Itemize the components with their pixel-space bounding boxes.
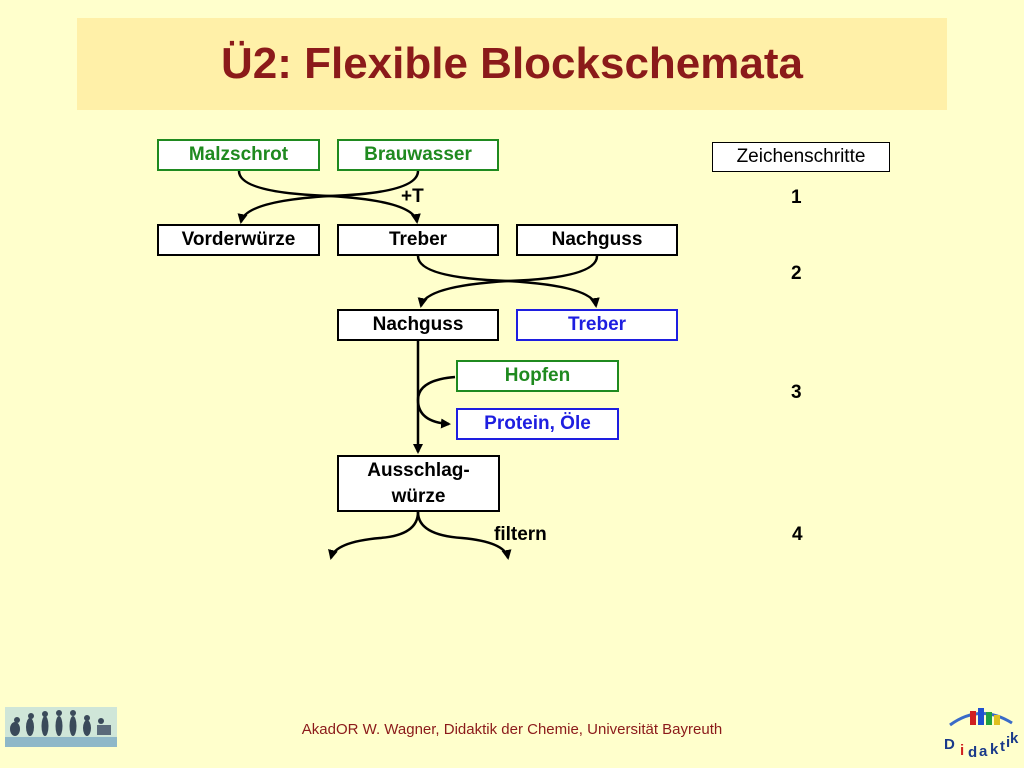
filter-arrow-a xyxy=(328,511,420,560)
svg-text:i: i xyxy=(1006,734,1010,751)
svg-text:i: i xyxy=(960,742,964,759)
step-number-4: 4 xyxy=(792,524,803,545)
step-number-3: 3 xyxy=(791,382,802,403)
box-nachguss-1: Nachguss xyxy=(516,224,678,256)
footer-credit: AkadOR W. Wagner, Didaktik der Chemie, U… xyxy=(301,721,723,738)
page-title: Ü2: Flexible Blockschemata xyxy=(220,39,803,88)
filter-label: filtern xyxy=(494,524,547,545)
split-arrow-2b xyxy=(507,279,600,308)
svg-text:t: t xyxy=(1000,738,1005,755)
didaktik-logo-icon: D i d a k t i k xyxy=(944,708,1019,761)
box-ausschlagwuerze: Ausschlag- würze xyxy=(337,455,500,512)
split-arrow-2a xyxy=(417,279,509,308)
svg-text:k: k xyxy=(990,741,999,758)
step-number-1: 1 xyxy=(791,187,802,208)
box-vorderwuerze: Vorderwürze xyxy=(157,224,320,256)
step-number-2: 2 xyxy=(791,263,802,284)
svg-text:k: k xyxy=(1010,730,1019,747)
evolution-logo-icon xyxy=(5,707,117,747)
filter-arrow-b xyxy=(416,511,512,560)
box-brauwasser: Brauwasser xyxy=(337,139,499,171)
svg-text:D: D xyxy=(944,736,955,753)
hopfen-in-arrow xyxy=(416,375,456,429)
merge-arrow-2 xyxy=(416,255,599,283)
ausschlag-line-1: Ausschlag- xyxy=(367,460,470,481)
box-treber-1: Treber xyxy=(337,224,499,256)
title-band xyxy=(77,18,947,110)
split-arrow-1a xyxy=(237,194,331,224)
box-malzschrot: Malzschrot xyxy=(157,139,320,171)
svg-text:d: d xyxy=(968,744,977,761)
box-nachguss-2: Nachguss xyxy=(337,309,499,341)
svg-text:a: a xyxy=(979,743,988,760)
ausschlag-line-2: würze xyxy=(391,486,446,507)
box-protein-oele: Protein, Öle xyxy=(456,408,619,440)
heat-label: +T xyxy=(401,186,424,207)
steps-header: Zeichenschritte xyxy=(712,142,890,172)
merge-arrow-1 xyxy=(237,170,420,198)
box-hopfen: Hopfen xyxy=(456,360,619,392)
box-treber-2: Treber xyxy=(516,309,678,341)
split-arrow-1b xyxy=(329,194,421,224)
